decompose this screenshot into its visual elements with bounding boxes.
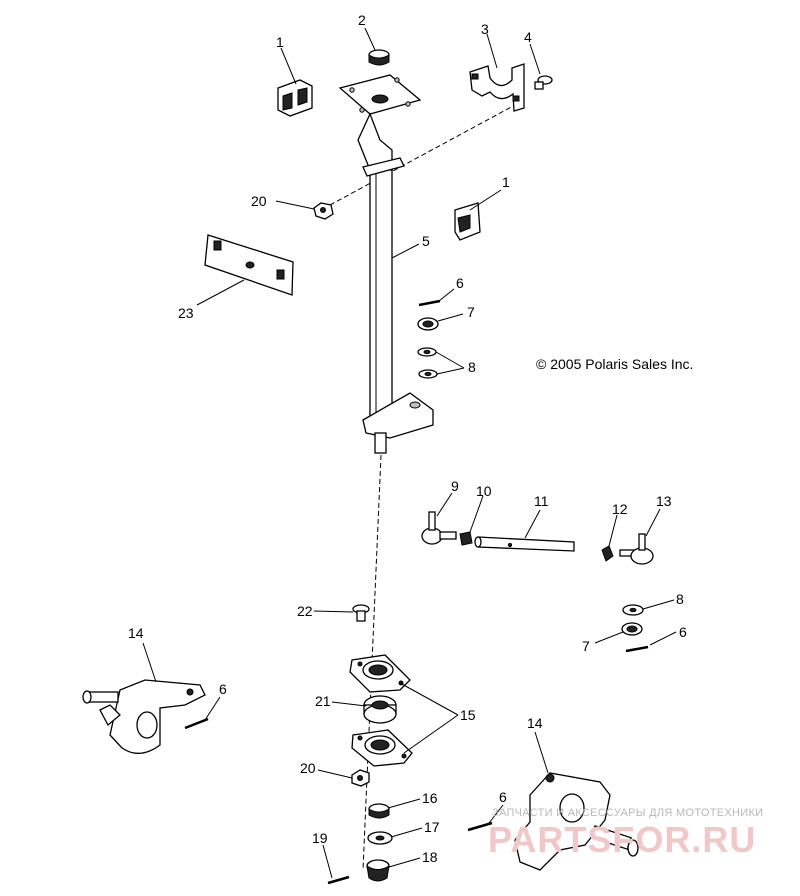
part-23-plate <box>204 234 294 296</box>
part-6-cotter-pin-c <box>184 717 209 730</box>
callout-6-upper: 6 <box>456 275 464 291</box>
part-19-cotter-pin <box>327 875 350 885</box>
part-8-washers-a <box>417 347 438 379</box>
part-18-castle-nut <box>366 859 390 882</box>
part-7-castle-nut-b <box>621 622 643 636</box>
callout-21: 21 <box>315 693 331 709</box>
callout-11: 11 <box>534 493 549 509</box>
part-6-cotter-pin-a <box>418 299 441 307</box>
part-4-bolt <box>534 75 553 90</box>
watermark-tagline: ЗАПЧАСТИ И АКСЕССУАРЫ ДЛЯ МОТОТЕХНИКИ <box>492 807 763 819</box>
watermark-brand: PARTSFOR.RU <box>488 819 756 860</box>
callout-22: 22 <box>297 603 313 619</box>
callout-7-lower: 7 <box>582 638 590 654</box>
part-8-washer-b <box>622 604 644 616</box>
part-22-bolt <box>352 604 370 622</box>
callout-6-right: 6 <box>499 789 507 805</box>
part-6-cotter-pin-b <box>625 645 649 653</box>
callout-17: 17 <box>424 819 440 835</box>
leader-lines <box>142 27 677 879</box>
callout-6-left: 6 <box>219 681 227 697</box>
callout-1-upper: 1 <box>276 34 284 50</box>
callout-15: 15 <box>460 707 476 723</box>
part-11-tie-rod <box>474 536 575 552</box>
callout-1-right: 1 <box>502 174 510 190</box>
part-13-tie-rod-end <box>619 533 654 565</box>
part-16-bushing <box>368 803 390 819</box>
part-9-tie-rod-end <box>421 511 457 545</box>
centerline-column-lower <box>362 454 382 871</box>
centerline-clamp <box>329 104 516 206</box>
callout-19: 19 <box>312 830 328 846</box>
callout-14-right: 14 <box>527 715 543 731</box>
callout-12: 12 <box>612 501 628 517</box>
part-17-washer <box>367 831 393 845</box>
part-3-clamp <box>469 63 525 112</box>
part-7-castle-nut-a <box>417 317 439 331</box>
callout-20-upper: 20 <box>251 193 267 209</box>
part-20-nut-upper <box>313 202 334 220</box>
callout-13: 13 <box>656 493 672 509</box>
part-12-jam-nut <box>601 545 614 562</box>
part-6-cotter-pin-d <box>467 821 493 832</box>
part-21-bearing <box>363 695 397 724</box>
copyright-notice: © 2005 Polaris Sales Inc. <box>536 356 693 372</box>
part-1-bushing-upper <box>277 79 313 117</box>
part-14-spindle-left <box>82 679 206 754</box>
callout-10: 10 <box>476 483 492 499</box>
part-15-flange-upper <box>349 654 411 693</box>
callout-6-lower: 6 <box>679 624 687 640</box>
part-10-jam-nut <box>459 531 473 546</box>
part-20-nut-lower <box>351 769 370 787</box>
callout-9: 9 <box>451 478 459 494</box>
callout-7-upper: 7 <box>467 304 475 320</box>
callout-2: 2 <box>358 12 366 28</box>
callout-23: 23 <box>178 305 194 321</box>
callout-18: 18 <box>422 849 438 865</box>
callout-16: 16 <box>422 790 438 806</box>
steering-column <box>338 74 434 454</box>
callout-8-lower: 8 <box>676 591 684 607</box>
callout-14-left: 14 <box>128 625 144 641</box>
part-1-bushing-right <box>454 202 481 241</box>
callout-4: 4 <box>524 29 532 45</box>
part-14-spindle-right <box>514 772 639 871</box>
callout-20-lower: 20 <box>300 760 316 776</box>
part-15-flange-lower <box>351 729 413 767</box>
callout-5: 5 <box>422 233 430 249</box>
callout-3: 3 <box>481 21 489 37</box>
part-2-nut <box>368 49 390 66</box>
callout-labels: 1 2 3 4 20 1 5 23 6 7 8 9 10 11 12 13 22… <box>128 12 687 865</box>
callout-8-upper: 8 <box>468 359 476 375</box>
